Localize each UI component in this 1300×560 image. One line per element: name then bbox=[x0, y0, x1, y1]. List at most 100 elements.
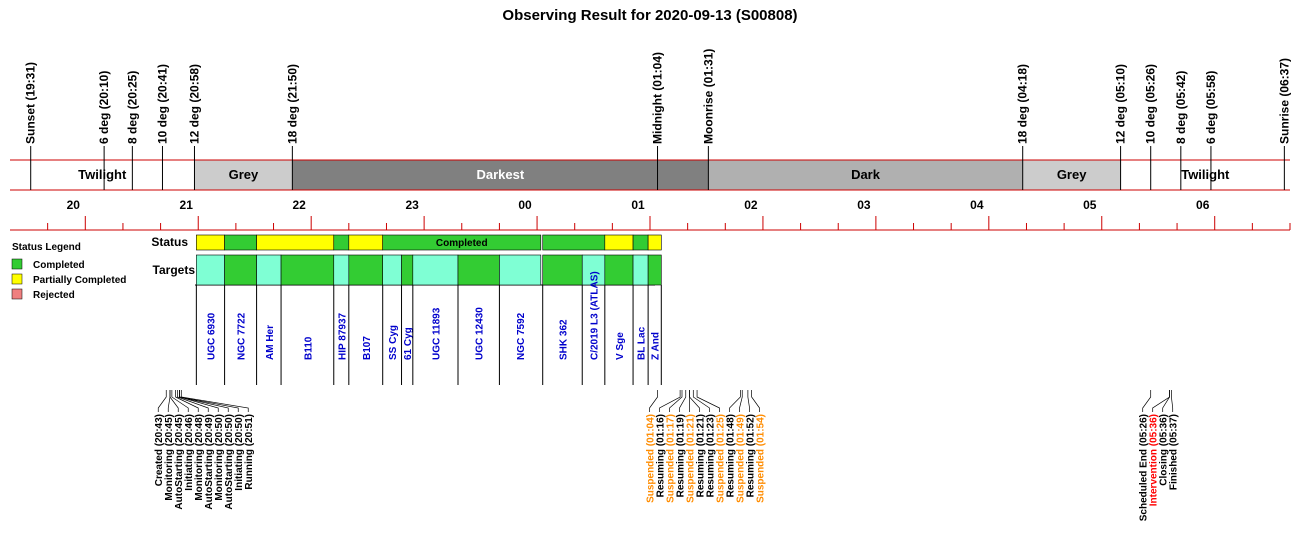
log-connector-9 bbox=[180, 390, 249, 412]
log-label-3: Initiating (20:46) bbox=[184, 414, 195, 491]
log-label-12: Suspended (01:17) bbox=[666, 414, 677, 503]
event-label-1: 6 deg (20:10) bbox=[97, 71, 111, 144]
event-label-10: 10 deg (05:26) bbox=[1144, 64, 1158, 144]
hour-label-04: 04 bbox=[970, 198, 984, 212]
target-label-14: BL Lac bbox=[637, 326, 648, 360]
event-label-6: Midnight (01:04) bbox=[651, 52, 665, 144]
event-label-3: 10 deg (20:41) bbox=[155, 64, 169, 144]
target-label-11: SHK 362 bbox=[558, 319, 569, 360]
log-connector-18 bbox=[729, 390, 741, 412]
hour-label-23: 23 bbox=[405, 198, 419, 212]
log-connector-10 bbox=[649, 390, 658, 412]
event-label-5: 18 deg (21:50) bbox=[285, 64, 299, 144]
log-connector-25 bbox=[1171, 390, 1174, 412]
log-connector-8 bbox=[179, 390, 239, 412]
band-2 bbox=[292, 160, 709, 190]
log-label-13: Resuming (01:19) bbox=[676, 414, 687, 497]
log-connector-0 bbox=[157, 390, 167, 412]
legend-title: Status Legend bbox=[12, 242, 81, 253]
band-4 bbox=[1022, 160, 1121, 190]
log-label-16: Resuming (01:23) bbox=[706, 414, 717, 497]
target-block-9 bbox=[457, 254, 500, 286]
status-row-label: Status bbox=[151, 235, 188, 249]
event-label-13: Sunrise (06:37) bbox=[1277, 58, 1291, 144]
log-label-25: Finished (05:37) bbox=[1169, 414, 1180, 490]
log-label-9: Running (20:51) bbox=[244, 414, 255, 490]
hour-label-06: 06 bbox=[1196, 198, 1210, 212]
status-block-5 bbox=[382, 234, 542, 251]
event-label-2: 8 deg (20:25) bbox=[125, 71, 139, 144]
target-label-15: Z And bbox=[651, 332, 662, 360]
status-block-7 bbox=[604, 234, 634, 251]
log-connector-21 bbox=[751, 390, 760, 412]
status-block-4 bbox=[348, 234, 384, 251]
status-block-6 bbox=[542, 234, 606, 251]
log-label-5: AutoStarting (20:49) bbox=[204, 414, 215, 510]
event-label-9: 12 deg (05:10) bbox=[1114, 64, 1128, 144]
hour-label-01: 01 bbox=[631, 198, 645, 212]
sky-event-markers: Sunset (19:31) 6 deg (20:10) 8 deg (20:25)… bbox=[24, 49, 1291, 190]
target-block-14 bbox=[632, 254, 649, 286]
log-label-24: Closing (05:36) bbox=[1159, 414, 1170, 486]
target-label-9: UGC 12430 bbox=[475, 307, 486, 360]
log-label-14: Suspended (01:21) bbox=[686, 414, 697, 503]
target-label-2: AM Her bbox=[265, 325, 276, 360]
status-block-label-5: Completed bbox=[436, 238, 488, 249]
targets-row-label: Targets bbox=[153, 263, 196, 277]
legend-label-2: Rejected bbox=[33, 290, 75, 301]
target-label-4: HIP 87937 bbox=[337, 312, 348, 360]
status-block-8 bbox=[632, 234, 649, 251]
log-label-10: Suspended (01:04) bbox=[646, 414, 657, 503]
target-label-1: NGC 7722 bbox=[237, 312, 248, 360]
legend-swatch-0 bbox=[11, 258, 23, 270]
target-block-11 bbox=[542, 254, 583, 286]
target-block-7 bbox=[401, 254, 414, 286]
log-label-7: AutoStarting (20:50) bbox=[224, 414, 235, 510]
legend-swatch-2 bbox=[11, 288, 23, 300]
band-3 bbox=[708, 160, 1023, 190]
target-label-8: UGC 11893 bbox=[431, 307, 442, 360]
target-label-7: 61 Cyg bbox=[403, 327, 414, 360]
event-label-7: Moonrise (01:31) bbox=[701, 49, 715, 144]
target-label-0: UGC 6930 bbox=[206, 312, 217, 360]
event-label-0: Sunset (19:31) bbox=[24, 62, 38, 144]
target-block-2 bbox=[256, 254, 282, 286]
target-label-13: V Sge bbox=[615, 332, 626, 360]
hour-label-22: 22 bbox=[292, 198, 306, 212]
target-block-6 bbox=[382, 254, 402, 286]
log-connector-19 bbox=[739, 390, 743, 412]
log-label-4: Monitoring (20:48) bbox=[194, 414, 205, 501]
target-block-13 bbox=[604, 254, 634, 286]
log-label-20: Resuming (01:52) bbox=[746, 414, 757, 497]
log-label-1: Monitoring (20:45) bbox=[164, 414, 175, 501]
target-label-5: B107 bbox=[362, 336, 373, 360]
target-block-5 bbox=[348, 254, 384, 286]
band-5 bbox=[1120, 160, 1290, 190]
status-block-0 bbox=[196, 234, 225, 251]
log-label-6: Monitoring (20:50) bbox=[214, 414, 225, 501]
hour-label-20: 20 bbox=[67, 198, 81, 212]
chart-title: Observing Result for 2020-09-13 (S00808) bbox=[502, 7, 797, 24]
event-label-8: 18 deg (04:18) bbox=[1016, 64, 1030, 144]
log-connector-17 bbox=[696, 390, 720, 412]
log-label-23: Intervention (05:36) bbox=[1149, 414, 1160, 506]
event-label-12: 6 deg (05:58) bbox=[1204, 71, 1218, 144]
log-connector-20 bbox=[747, 390, 750, 412]
log-connector-16 bbox=[692, 390, 710, 412]
legend-label-1: Partially Completed bbox=[33, 275, 126, 286]
log-connector-11 bbox=[659, 390, 681, 412]
legend-label-0: Completed bbox=[33, 260, 85, 271]
status-row: Status Completed bbox=[151, 234, 662, 251]
target-block-8 bbox=[412, 254, 459, 286]
event-label-11: 8 deg (05:42) bbox=[1174, 71, 1188, 144]
log-label-15: Resuming (01:21) bbox=[696, 414, 707, 497]
log-connector-13 bbox=[679, 390, 687, 412]
log-connector-6 bbox=[179, 390, 219, 412]
status-block-3 bbox=[333, 234, 350, 251]
status-block-1 bbox=[224, 234, 257, 251]
log-connector-4 bbox=[175, 390, 199, 412]
log-connector-22 bbox=[1142, 390, 1152, 412]
